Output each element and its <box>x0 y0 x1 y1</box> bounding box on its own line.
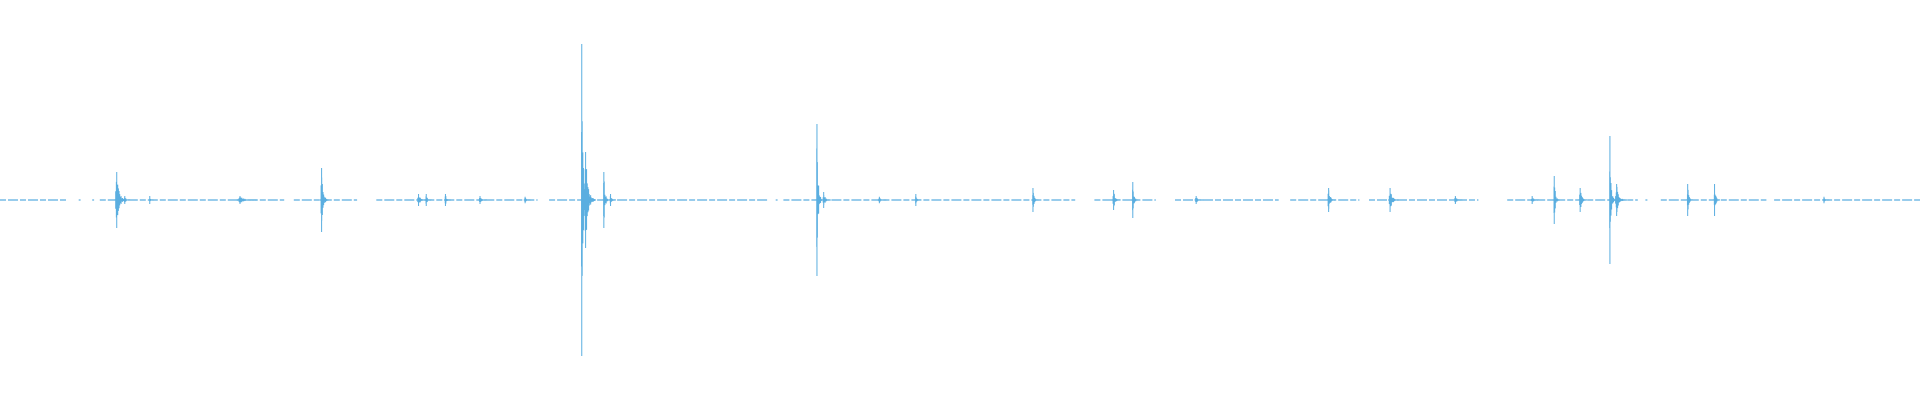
waveform-transient-path <box>1453 196 1463 204</box>
waveform-transient <box>123 196 131 204</box>
waveform-transient-path <box>1194 196 1204 204</box>
waveform-transient-path <box>319 168 329 232</box>
waveform-transient-path <box>1578 188 1588 212</box>
waveform-transient-path <box>822 192 831 208</box>
waveform-transient-path <box>914 194 922 206</box>
waveform-transient <box>914 194 922 206</box>
waveform-transient <box>583 152 596 248</box>
waveform-transient-path <box>877 196 887 204</box>
waveform-transient-path <box>1822 196 1830 204</box>
waveform-transient <box>1194 196 1204 204</box>
waveform-transient-path <box>815 124 823 276</box>
waveform-transient <box>609 194 616 206</box>
waveform-transient <box>523 196 531 204</box>
waveform-transient-path <box>424 194 432 206</box>
waveform-transient-path <box>1031 188 1039 212</box>
waveform-transient-path <box>523 196 531 204</box>
waveform-transient <box>1822 196 1830 204</box>
waveform-transient <box>1608 136 1616 264</box>
waveform-transient <box>1326 188 1336 212</box>
waveform-transient-path <box>478 196 488 204</box>
waveform-transient-path <box>602 172 610 228</box>
waveform-transient-path <box>1326 188 1336 212</box>
waveform-transient <box>1713 184 1720 216</box>
waveform-transient <box>1111 190 1121 210</box>
waveform-transient-path <box>1686 184 1694 216</box>
waveform-transient-path <box>1131 182 1139 218</box>
waveform-transient-path <box>609 194 616 206</box>
waveform-transient <box>1552 176 1560 224</box>
waveform-transient <box>602 172 610 228</box>
waveform-transient <box>444 194 451 206</box>
waveform-transient-path <box>236 196 257 204</box>
waveform-transient-path <box>123 196 131 204</box>
waveform-transient-path <box>583 152 596 248</box>
waveform-transient <box>1614 184 1627 216</box>
waveform-transient-path <box>1552 176 1560 224</box>
waveform-transient <box>815 124 823 276</box>
waveform-transient-path <box>1713 184 1720 216</box>
waveform-transient-path <box>148 196 154 204</box>
waveform-transient <box>1530 196 1540 204</box>
waveform-transient-path <box>1111 190 1121 210</box>
waveform-transient <box>1453 196 1463 204</box>
waveform-transient <box>236 196 257 204</box>
waveform-transient <box>1686 184 1694 216</box>
waveform-transient <box>1131 182 1139 218</box>
waveform-transient-path <box>1608 136 1616 264</box>
waveform-transient <box>1031 188 1039 212</box>
waveform-transient <box>1388 188 1399 212</box>
waveform-transient-path <box>444 194 451 206</box>
waveform-transient <box>424 194 432 206</box>
waveform-transient <box>1578 188 1588 212</box>
waveform-transient-path <box>1614 184 1627 216</box>
waveform-transient <box>148 196 154 204</box>
waveform-transient <box>319 168 329 232</box>
waveform-transient <box>877 196 887 204</box>
waveform-transient-path <box>1530 196 1540 204</box>
waveform-transient-path <box>1388 188 1399 212</box>
waveform-transient <box>478 196 488 204</box>
waveform-transient <box>822 192 831 208</box>
